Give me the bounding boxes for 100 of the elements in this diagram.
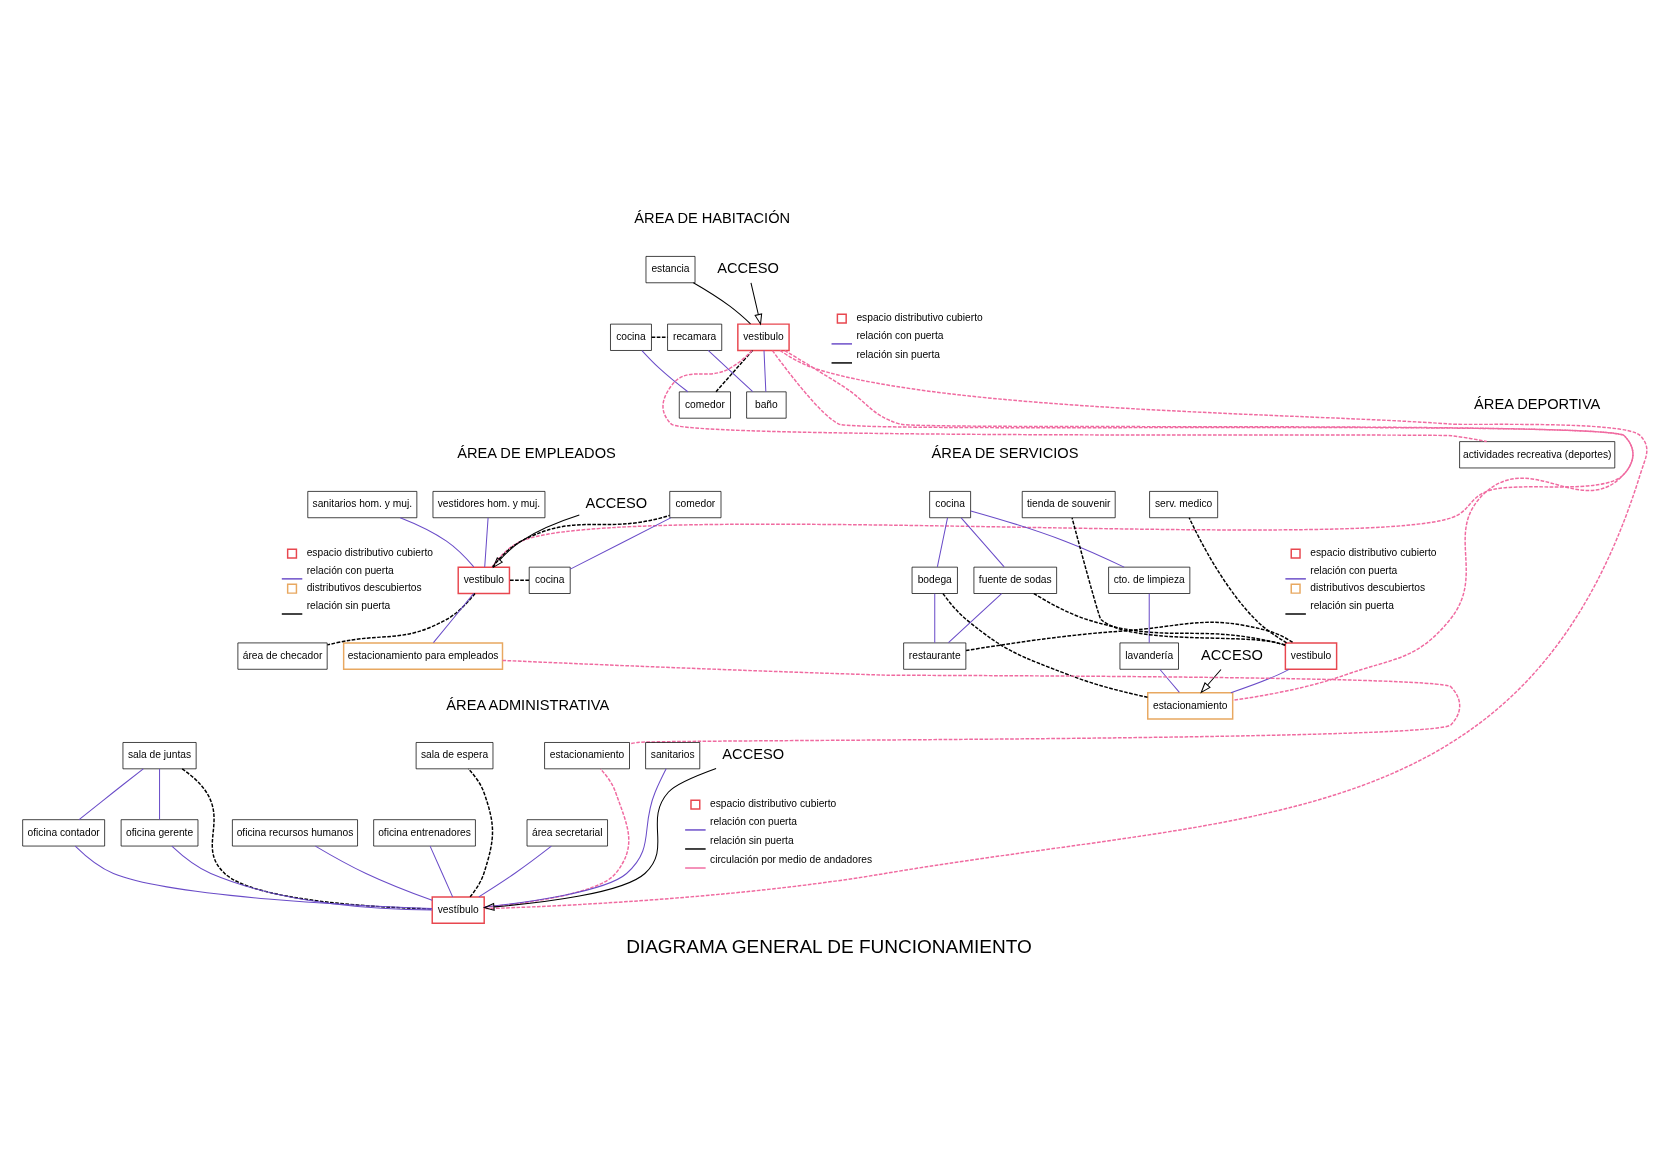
node-box: cocina (528, 566, 571, 594)
node-box: vestíbulo (431, 895, 485, 924)
node-box: cocina (929, 490, 971, 518)
node-box: sala de juntas (122, 741, 197, 769)
legend-label: circulación por medio de andadores (710, 853, 873, 865)
node-box: vestibulo (457, 565, 511, 594)
legend-label: relación con puerta (710, 815, 798, 827)
connector (483, 767, 667, 907)
connector (1071, 516, 1286, 646)
node-box: oficina entrenadores (373, 818, 476, 846)
arrow (482, 767, 717, 911)
connector (650, 336, 669, 338)
node-box: área de checador (237, 642, 328, 670)
legend-label: distributivos descubiertos (306, 581, 422, 593)
connector (483, 349, 1648, 909)
node-text: ACCESO (717, 259, 779, 276)
node-text: ACCESO (722, 745, 785, 762)
label: ÁREA ADMINISTRATIVA (446, 696, 610, 713)
connector (399, 516, 475, 567)
label: ÁREA DE EMPLEADOS (457, 444, 616, 461)
legend-label: relación con puerta (306, 564, 394, 576)
legend-label: relación sin puerta (306, 599, 391, 611)
connector (181, 767, 433, 910)
connector (159, 767, 161, 820)
label: ÁREA DE HABITACIÓN (634, 209, 791, 226)
node-box: lavandería (1119, 642, 1179, 670)
connector (771, 349, 1634, 701)
node-box: fuente de sodas (973, 566, 1057, 594)
node-box: serv. medico (1149, 490, 1219, 518)
legend-label: distributivos descubiertos (1310, 581, 1426, 593)
connector (1230, 668, 1290, 693)
legend-label: espacio distributivo cubierto (710, 797, 837, 809)
node-box: restaurante (903, 642, 967, 670)
node-box: actividades recreativa (deportes) (1459, 440, 1616, 468)
node-box: estacionamiento para empleados (342, 641, 504, 670)
connector (314, 845, 433, 901)
connector (508, 579, 530, 581)
connector (569, 516, 672, 570)
connector (662, 349, 1488, 442)
legend-label: relación con puerta (856, 329, 944, 341)
connector (641, 349, 689, 392)
node-box: vestidores hom. y muj. (432, 490, 546, 518)
legend-label: espacio distributivo cubierto (306, 546, 433, 558)
node-box: oficina contador (22, 818, 105, 846)
connector (947, 592, 1003, 643)
connector (1159, 668, 1180, 693)
legend-label: espacio distributivo cubierto (856, 311, 983, 323)
connector (692, 281, 752, 324)
connector (970, 509, 1125, 568)
node-box: cto. de limpieza (1108, 566, 1191, 594)
connector (960, 516, 1005, 567)
connector (432, 592, 475, 643)
legend-label: relación con puerta (1310, 564, 1398, 576)
node-box: oficina recursos humanos (232, 818, 358, 846)
node-box: bodega (911, 566, 958, 594)
node-box: sala de espera (415, 741, 494, 769)
diagram-title: DIAGRAMA GENERAL DE FUNCIONAMIENTO (626, 935, 1032, 957)
node-box: estancia (645, 255, 696, 283)
connector (942, 592, 1149, 698)
node-box: oficina gerente (120, 818, 199, 846)
connector (478, 845, 552, 897)
legend-label: relación sin puerta (1310, 599, 1394, 611)
label: ÁREA DE SERVICIOS (931, 444, 1079, 461)
node-box: estacionamiento (1147, 691, 1234, 720)
node-box: cocina (610, 323, 652, 351)
connector (1148, 592, 1150, 643)
connector (467, 767, 494, 898)
connector (484, 516, 489, 567)
node-box: comedor (669, 490, 722, 518)
node-box: sanitarios (645, 741, 701, 769)
connector (763, 349, 767, 392)
arrow (492, 514, 580, 568)
arrow (1200, 668, 1222, 694)
node-box: comedor (678, 390, 731, 419)
node-box: baño (746, 390, 787, 419)
node-box: tienda de souvenir (1021, 490, 1116, 518)
node-text: ACCESO (1201, 646, 1263, 663)
connector (707, 349, 754, 392)
node-box: sanitarios hom. y muj. (307, 490, 418, 518)
node-text: ACCESO (585, 494, 648, 511)
connector (171, 845, 433, 910)
node-box: recamara (667, 323, 723, 351)
connector (483, 767, 630, 908)
node-box: vestibulo (737, 322, 790, 351)
label: ÁREA DEPORTIVA (1474, 395, 1601, 412)
connector (936, 516, 949, 567)
connector (429, 845, 454, 897)
connector (965, 621, 1295, 651)
legend-label: relación sin puerta (710, 834, 794, 846)
connector (326, 592, 476, 646)
connector (491, 514, 671, 568)
legend-label: relación sin puerta (856, 348, 941, 360)
node-box: estacionamiento (544, 741, 630, 769)
connector (78, 767, 144, 820)
connector (1188, 516, 1288, 643)
node-box: área secretarial (526, 818, 608, 846)
connector (934, 592, 936, 643)
arrow (750, 281, 763, 325)
connector (491, 349, 1634, 568)
node-box: vestibulo (1284, 641, 1338, 670)
